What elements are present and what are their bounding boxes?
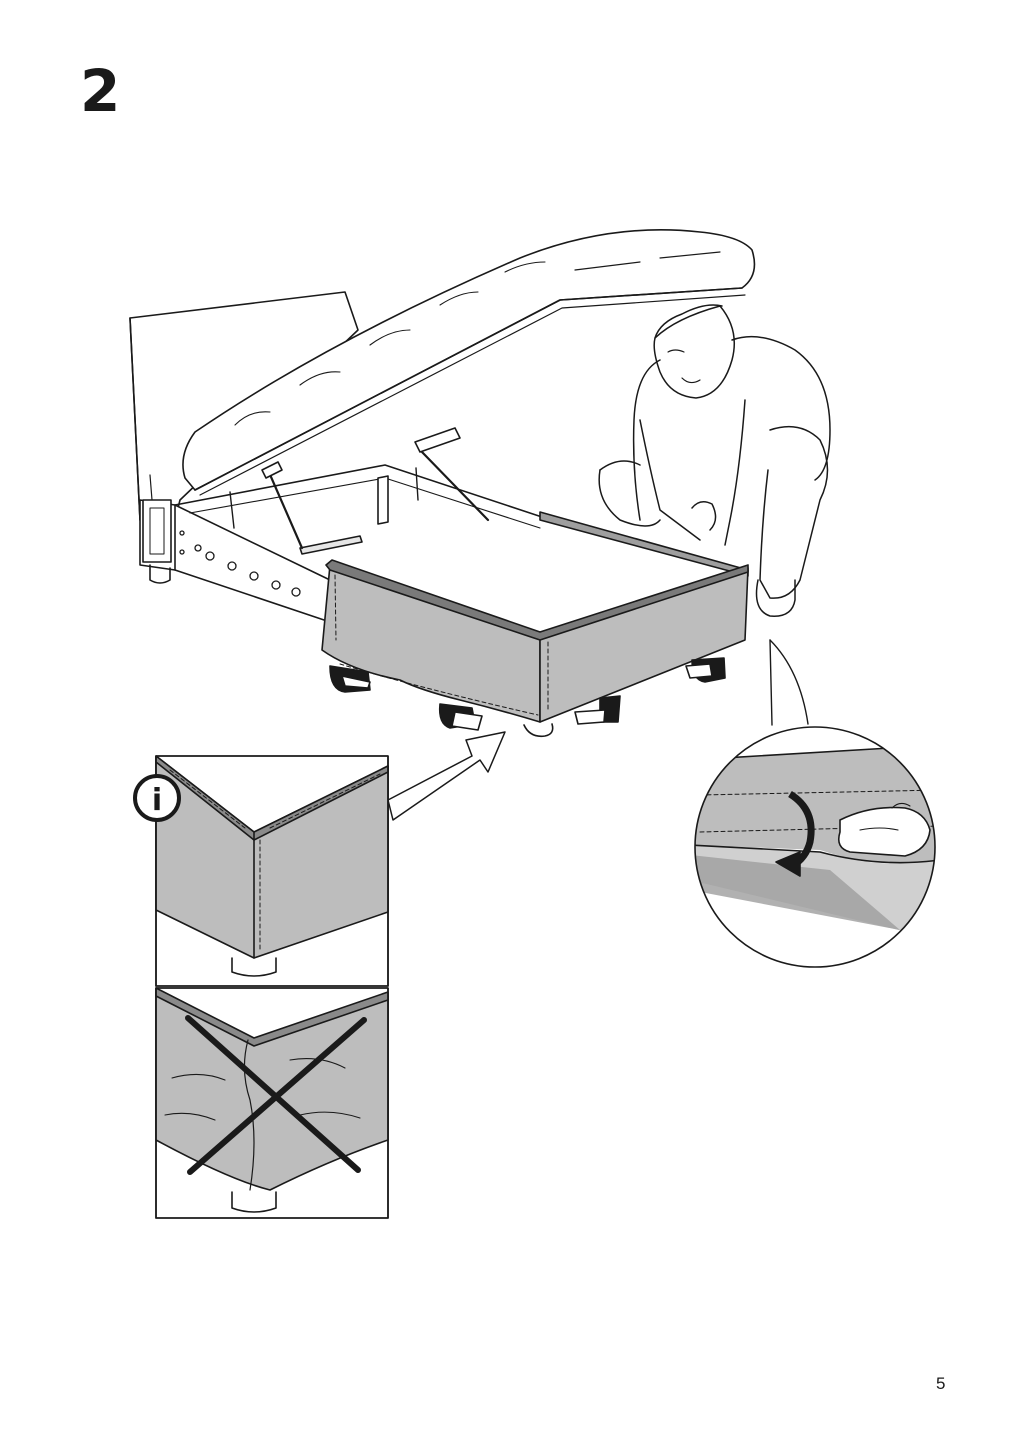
zoom-detail (694, 639, 936, 968)
correct-example-panel (155, 755, 389, 987)
person-figure (598, 304, 831, 617)
rotate-arrow-icon (775, 791, 815, 877)
info-glyph: i (152, 783, 162, 818)
step-number: 2 (80, 57, 121, 125)
mattress-lid (182, 229, 756, 550)
screw-holes (179, 530, 301, 597)
wrong-example-panel (155, 987, 389, 1219)
casters (329, 657, 726, 738)
pointer-arrow-icon (387, 731, 506, 821)
bed-cover (321, 511, 749, 723)
info-icon (133, 774, 181, 822)
wrong-cross-icon (185, 1015, 367, 1175)
page-number: 5 (936, 1374, 946, 1393)
